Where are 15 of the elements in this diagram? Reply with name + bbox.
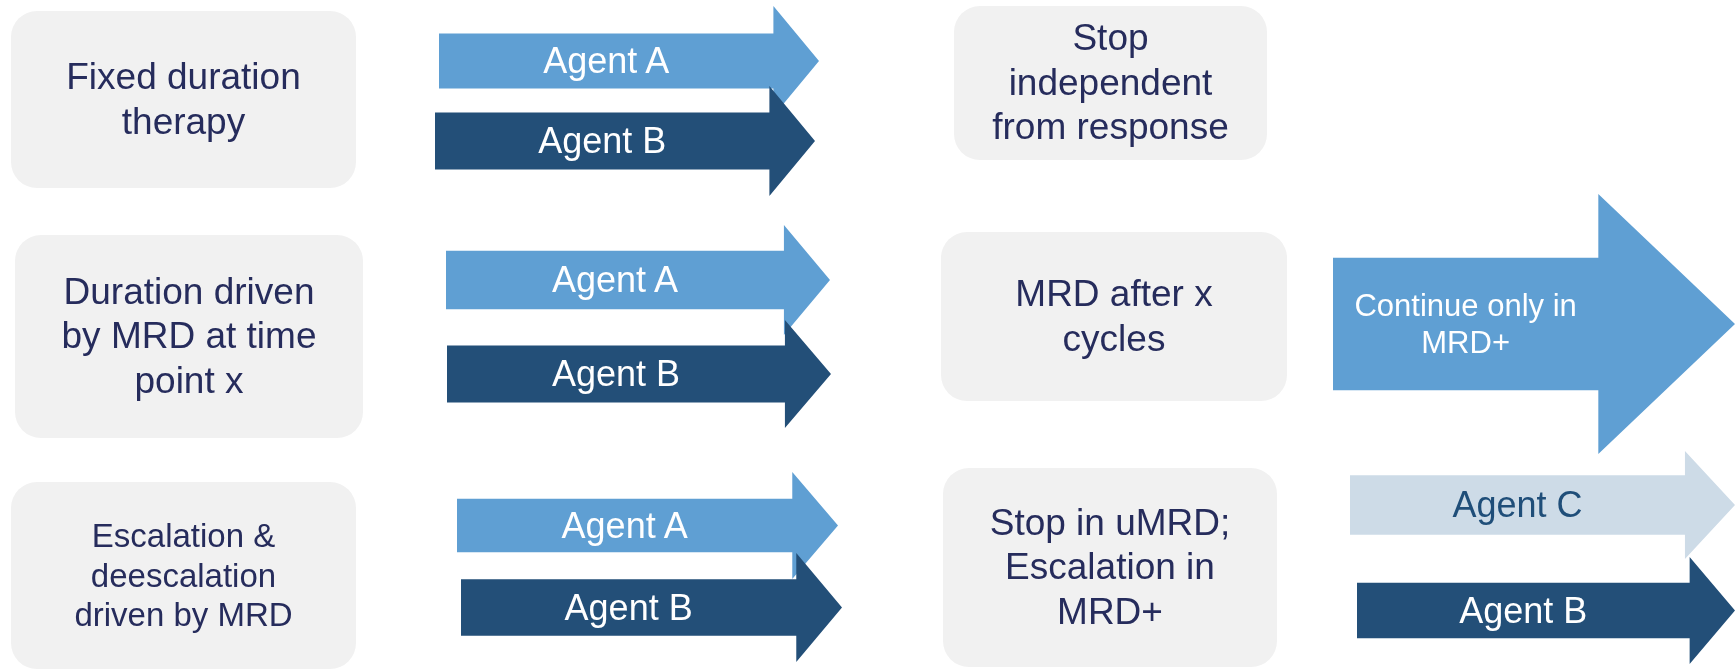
arrow-label: Agent A: [542, 39, 671, 84]
arrow-label: Agent B: [550, 352, 681, 397]
arrow-label: Agent A: [560, 503, 689, 548]
arrow-label: Agent B: [563, 585, 694, 630]
box-label: Stop in uMRD; Escalation in MRD+: [988, 500, 1232, 634]
box-label: Fixed duration therapy: [65, 55, 302, 144]
box-label: Escalation & deescalation driven by MRD: [73, 516, 294, 635]
box-label: Duration driven by MRD at time point x: [60, 269, 318, 403]
arrow-label: Agent B: [537, 119, 668, 164]
box-label: Stop independent from response: [991, 16, 1230, 150]
box-label: MRD after x cycles: [1014, 272, 1214, 361]
arrow-label: Agent B: [1458, 588, 1589, 633]
arrow-label: Continue only in MRD+: [1353, 286, 1578, 362]
arrow-label: Agent A: [550, 258, 679, 303]
arrow-label: Agent C: [1451, 483, 1584, 528]
